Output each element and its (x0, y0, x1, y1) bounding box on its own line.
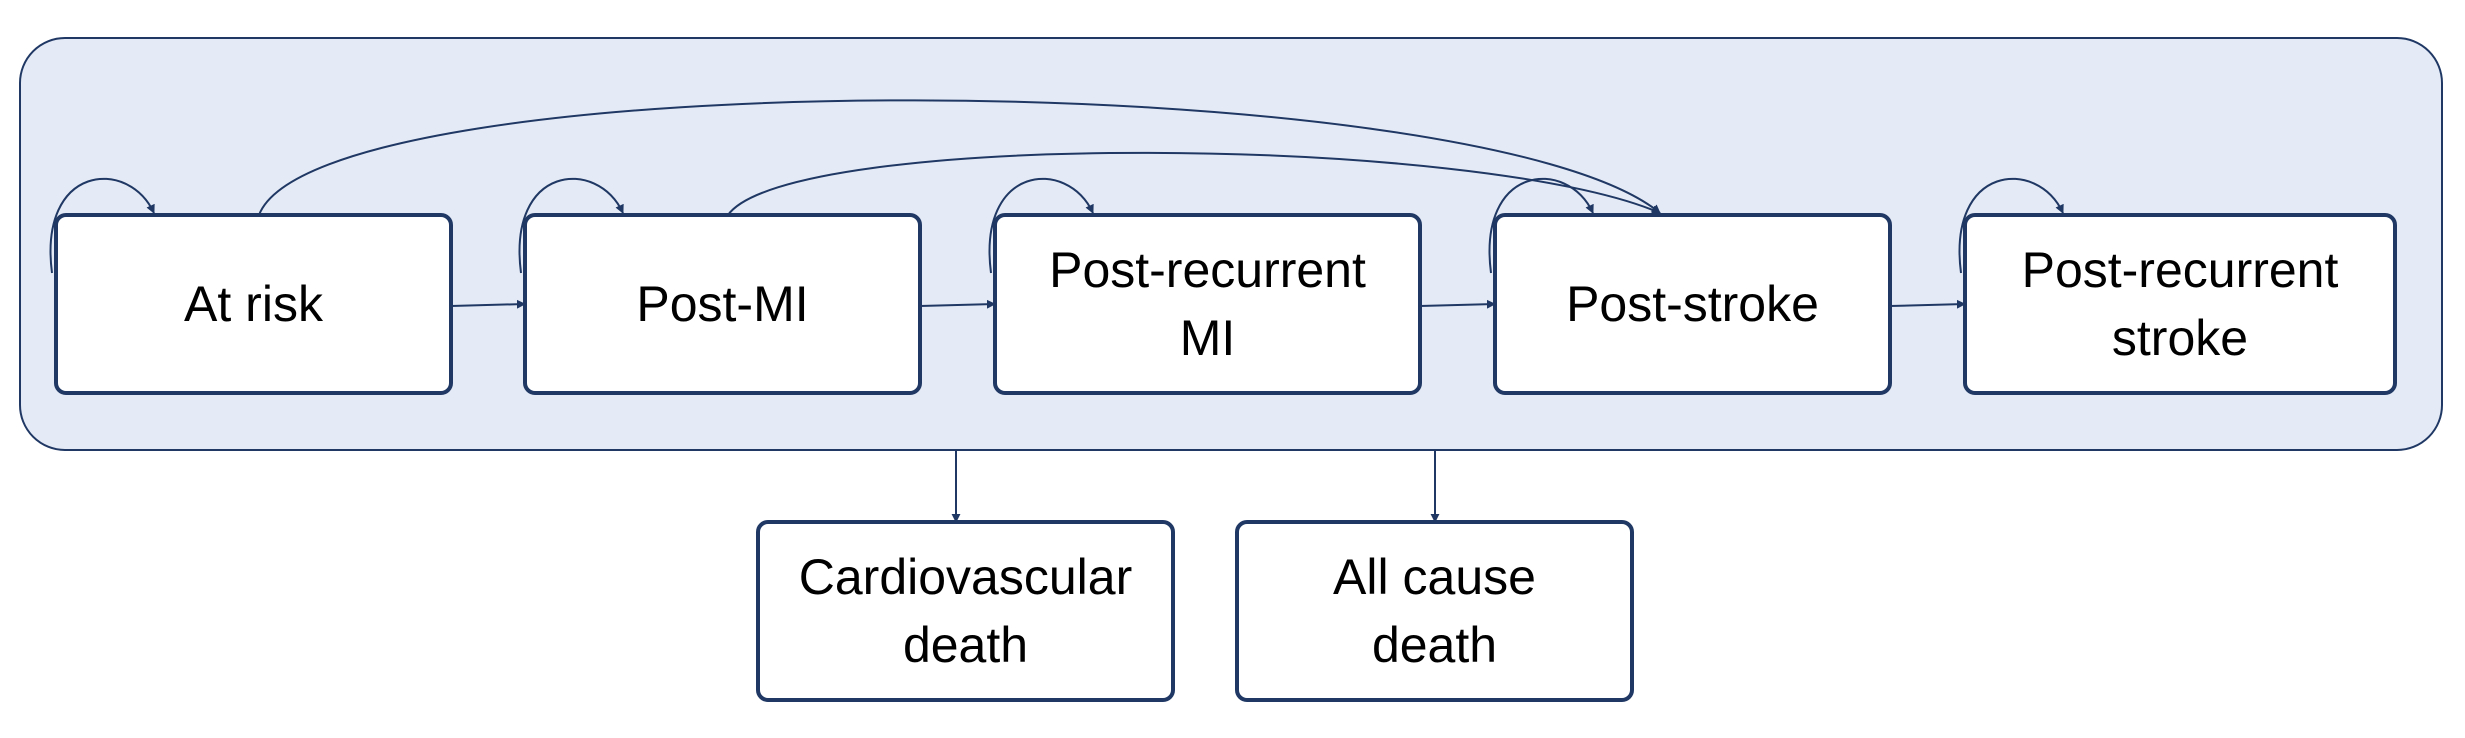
death-state-cardiovascular-death-box (756, 520, 1175, 702)
transition-arrows (49, 99, 2064, 523)
state-post-recurrent-mi-box (993, 213, 1422, 395)
death-state-all-cause-death-label-line-1: All cause (1333, 549, 1536, 605)
state-post-recurrent-stroke-label-line-1: Post-recurrent (2022, 242, 2339, 298)
state-post-mi-label-line-1: Post-MI (636, 276, 808, 332)
death-state-cardiovascular-death: Cardiovascular death (756, 520, 1175, 702)
self-loop-post-stroke (1488, 177, 1594, 274)
state-post-recurrent-stroke: Post-recurrent stroke (1963, 213, 2397, 395)
arrow-post-mi-to-post-stroke (727, 151, 1661, 216)
state-post-mi: Post-MI (523, 213, 922, 395)
death-state-cardiovascular-death-label-line-1: Cardiovascular (799, 549, 1132, 605)
state-at-risk: At risk (54, 213, 453, 395)
death-state-all-cause-death-box (1235, 520, 1634, 702)
state-at-risk-label-line-1: At risk (184, 276, 324, 332)
state-post-recurrent-mi-label-line-2: MI (1180, 310, 1236, 366)
arrow-post-recurrent-mi-to-post-stroke (1419, 299, 1496, 309)
arrow-post-stroke-to-post-recurrent-stroke (1889, 299, 1966, 309)
self-loop-post-recurrent-stroke (1958, 177, 2064, 274)
state-post-stroke-box (1493, 213, 1892, 395)
arrow-post-mi-to-post-recurrent-mi (919, 299, 996, 309)
state-post-recurrent-stroke-label-line-2: stroke (2112, 310, 2248, 366)
arrow-at-risk-to-post-mi (450, 299, 526, 309)
state-post-stroke-label-line-1: Post-stroke (1566, 276, 1819, 332)
death-state-all-cause-death: All cause death (1235, 520, 1634, 702)
self-loop-at-risk (49, 177, 155, 274)
state-post-recurrent-stroke-box (1963, 213, 2397, 395)
state-at-risk-box (54, 213, 453, 395)
state-post-mi-box (523, 213, 922, 395)
state-post-stroke: Post-stroke (1493, 213, 1892, 395)
state-post-recurrent-mi-label-line-1: Post-recurrent (1049, 242, 1366, 298)
self-loop-post-recurrent-mi (988, 177, 1094, 274)
arrow-at-risk-to-post-stroke (258, 99, 1661, 216)
self-loop-post-mi (518, 177, 624, 274)
death-state-cardiovascular-death-label-line-2: death (903, 617, 1028, 673)
death-state-all-cause-death-label-line-2: death (1372, 617, 1497, 673)
